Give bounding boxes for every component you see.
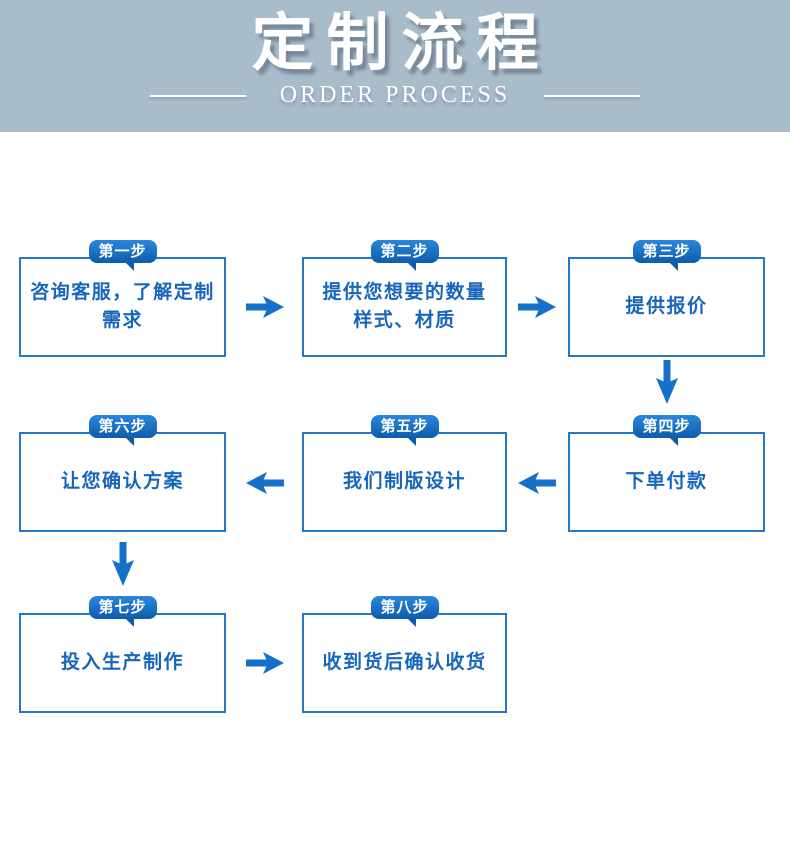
step-text-5: 我们制版设计	[343, 468, 466, 496]
step-box-1: 第一步 咨询客服，了解定制 需求	[19, 240, 226, 357]
step-box-7: 第七步 投入生产制作	[19, 596, 226, 713]
page-title: 定制流程	[251, 9, 552, 78]
step-box-2: 第二步 提供您想要的数量 样式、材质	[302, 240, 507, 357]
arrow-left-5-6-icon	[246, 470, 284, 496]
arrow-left-4-5-icon	[518, 470, 556, 496]
step-text-8: 收到货后确认收货	[322, 649, 486, 677]
step-text-line: 收到货后确认收货	[322, 652, 487, 673]
step-text-line: 咨询客服，了解定制	[30, 282, 215, 303]
arrow-right-1-2-icon	[246, 294, 284, 320]
step-box-6: 第六步 让您确认方案	[19, 415, 226, 532]
step-badge-3: 第三步	[632, 240, 701, 271]
step-text-2: 提供您想要的数量 样式、材质	[322, 279, 486, 335]
step-text-line: 让您确认方案	[60, 471, 184, 492]
step-text-line: 样式、材质	[353, 310, 456, 331]
step-text-line: 投入生产制作	[60, 652, 184, 673]
header-banner: 定制流程 ORDER PROCESS	[0, 0, 790, 132]
step-box-3: 第三步 提供报价	[568, 240, 765, 357]
step-text-7: 投入生产制作	[61, 649, 184, 677]
step-badge-4: 第四步	[632, 415, 701, 446]
step-text-line: 需求	[101, 310, 143, 331]
step-text-line: 提供您想要的数量	[322, 282, 487, 303]
step-badge-8: 第八步	[370, 596, 439, 627]
step-text-6: 让您确认方案	[61, 468, 184, 496]
step-box-8: 第八步 收到货后确认收货	[302, 596, 507, 713]
step-text-3: 提供报价	[625, 293, 707, 321]
step-badge-5: 第五步	[370, 415, 439, 446]
decorative-line-right	[544, 94, 641, 97]
page-subtitle: ORDER PROCESS	[279, 82, 511, 108]
step-text-line: 下单付款	[625, 471, 708, 492]
step-box-4: 第四步 下单付款	[568, 415, 765, 532]
arrow-down-3-4-icon	[654, 360, 680, 404]
step-badge-2: 第二步	[370, 240, 439, 271]
arrow-right-2-3-icon	[518, 294, 556, 320]
arrow-down-6-7-icon	[110, 542, 136, 586]
step-text-4: 下单付款	[625, 468, 707, 496]
step-text-1: 咨询客服，了解定制 需求	[30, 279, 215, 335]
step-badge-1: 第一步	[88, 240, 157, 271]
step-badge-6: 第六步	[88, 415, 157, 446]
decorative-line-left	[149, 94, 246, 97]
step-text-line: 提供报价	[625, 296, 708, 317]
step-badge-7: 第七步	[88, 596, 157, 627]
step-box-5: 第五步 我们制版设计	[302, 415, 507, 532]
arrow-right-7-8-icon	[246, 650, 284, 676]
subtitle-row: ORDER PROCESS	[149, 82, 641, 109]
step-text-line: 我们制版设计	[342, 471, 466, 492]
